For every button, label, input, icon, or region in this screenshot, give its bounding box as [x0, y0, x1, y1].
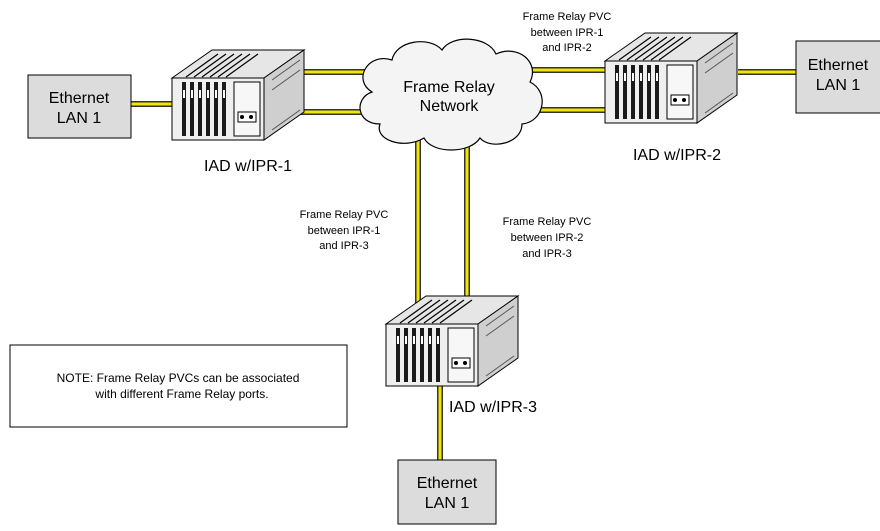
pvc-12-line3: and IPR-2	[542, 42, 592, 54]
iad-label-1: IAD w/IPR-1	[204, 158, 292, 175]
pvc-13-line3: and IPR-3	[319, 240, 369, 252]
pvc-12-line1: Frame Relay PVC	[523, 11, 612, 23]
lan-box-bottom: Ethernet LAN 1	[397, 459, 497, 525]
note-box: NOTE: Frame Relay PVCs can be associated…	[9, 344, 348, 428]
cloud-label-line1: Frame Relay	[403, 79, 495, 96]
pvc-label-ipr1-ipr3: Frame Relay PVC between IPR-1 and IPR-3	[300, 209, 389, 252]
lan-left-line2: LAN 1	[57, 110, 102, 127]
lan-left-line1: Ethernet	[49, 90, 110, 107]
iad-label-3: IAD w/IPR-3	[449, 399, 537, 416]
pvc-13-line1: Frame Relay PVC	[300, 209, 389, 221]
pvc-23-line3: and IPR-3	[522, 248, 572, 260]
lan-bottom-line1: Ethernet	[417, 475, 478, 492]
cloud-label-line2: Network	[420, 98, 480, 115]
pvc-12-line2: between IPR-1	[531, 27, 604, 39]
pvc-label-ipr2-ipr3: Frame Relay PVC between IPR-2 and IPR-3	[503, 216, 592, 260]
pvc-23-line2: between IPR-2	[511, 232, 584, 244]
lan-bottom-line2: LAN 1	[425, 495, 470, 512]
lan-right-line2: LAN 1	[816, 77, 861, 94]
iad-device-3	[385, 295, 519, 387]
pvc-23-line1: Frame Relay PVC	[503, 216, 592, 228]
lan-right-line1: Ethernet	[808, 57, 869, 74]
note-line1: NOTE: Frame Relay PVCs can be associated	[57, 371, 300, 385]
iad-label-2: IAD w/IPR-2	[633, 147, 721, 164]
cable-links	[131, 67, 796, 460]
lan-box-left: Ethernet LAN 1	[27, 74, 132, 139]
frame-relay-cloud: Frame Relay Network	[359, 38, 543, 151]
iad-device-2	[604, 32, 738, 124]
lan-box-right: Ethernet LAN 1	[795, 40, 880, 114]
iad-device-1	[171, 49, 305, 141]
note-line2: with different Frame Relay ports.	[94, 387, 268, 401]
pvc-13-line2: between IPR-1	[308, 225, 381, 237]
pvc-label-ipr1-ipr2: Frame Relay PVC between IPR-1 and IPR-2	[523, 11, 612, 54]
